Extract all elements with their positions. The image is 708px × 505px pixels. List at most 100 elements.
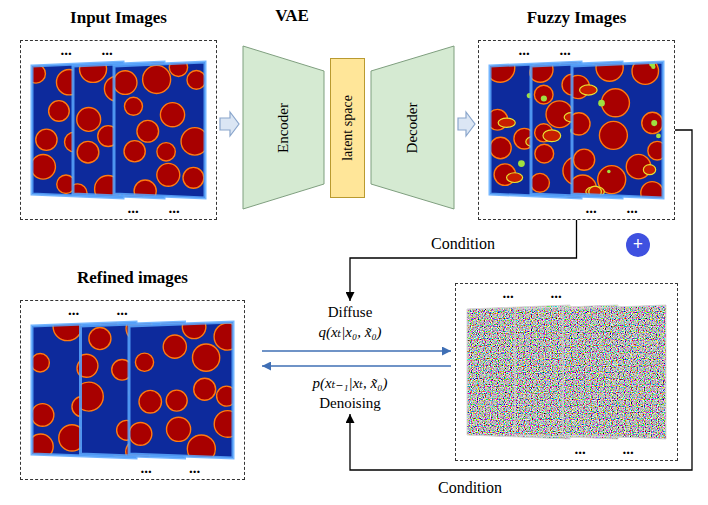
fuzzy-blob (498, 118, 515, 127)
particle (138, 390, 161, 413)
particle (88, 327, 110, 349)
ellipsis-mark: ... (60, 42, 71, 59)
ellipsis-mark: ... (101, 42, 112, 59)
fuzzy-speck (651, 120, 657, 126)
module-group: VAE Encoder latent space Decoder (242, 6, 455, 216)
noise-image (563, 305, 666, 439)
latent-rect (331, 59, 365, 198)
particle (641, 112, 662, 133)
particle (77, 141, 99, 163)
image-glow (114, 62, 205, 198)
particle (48, 100, 69, 121)
formula: p(xₜ₋₁|xₜ, x̃₀) (313, 373, 388, 393)
particle (573, 149, 594, 170)
ellipsis-mark: ... (168, 200, 179, 217)
image-stack (20, 300, 245, 480)
edge-label: Condition (428, 235, 498, 253)
process-label: Denoising (313, 393, 388, 413)
ellipsis-mark: ... (559, 42, 570, 59)
fuzzy-speck (540, 95, 546, 101)
module-label: Decoder (404, 102, 421, 153)
particle (31, 403, 54, 426)
particle (160, 102, 184, 126)
block-arrow (458, 112, 475, 136)
image-glow (129, 322, 233, 458)
particle (124, 140, 145, 161)
particle (214, 323, 241, 350)
plus-circle: + (626, 233, 650, 257)
particle (163, 335, 186, 358)
particle (142, 65, 170, 93)
module-label: latent space (339, 95, 355, 161)
latent-box: latent space (330, 58, 365, 198)
ellipsis-mark: ... (518, 42, 529, 59)
particle (113, 70, 137, 94)
particle (134, 179, 156, 201)
particle (192, 344, 219, 371)
particle (166, 417, 190, 441)
image-frame (563, 305, 666, 439)
particle (601, 88, 629, 116)
particle (489, 137, 510, 158)
group-heading: VAE (275, 6, 309, 26)
image-stack-box: Fuzzy Images............ (478, 40, 675, 220)
plus-sign: + (633, 234, 643, 255)
particle (534, 144, 553, 163)
ellipsis-mark: ... (626, 200, 637, 217)
fuzzy-blob (643, 164, 655, 174)
ellipsis-mark: ... (574, 441, 585, 458)
image-stack-box: ............ (455, 283, 678, 461)
process-label: Diffuse (318, 302, 381, 322)
panel-heading: Input Images (70, 8, 167, 28)
trapezoid (243, 46, 324, 209)
particle (169, 58, 187, 76)
particle-group (566, 53, 666, 203)
fuzzy-blob (542, 129, 560, 141)
ellipsis-mark: ... (116, 302, 127, 319)
plus-disc (626, 233, 650, 257)
particle (30, 353, 48, 371)
image-stack-box: Refined images............ (20, 300, 245, 480)
particle (35, 129, 56, 150)
particle (186, 70, 205, 89)
fuzzy-speck (607, 169, 611, 173)
particle (599, 121, 627, 149)
particle (124, 97, 142, 115)
fuzzy-speck (656, 133, 661, 138)
particle (156, 142, 174, 160)
fuzzy-blob (506, 172, 522, 182)
image-stack (455, 283, 678, 461)
particle (534, 85, 553, 104)
particle (74, 382, 103, 411)
particle (129, 422, 152, 445)
module-label: Encoder (275, 103, 292, 153)
ellipsis-mark: ... (585, 200, 596, 217)
particle (79, 55, 106, 82)
particle (596, 53, 623, 80)
particle (74, 354, 97, 377)
image-stack (478, 40, 675, 220)
panel-heading: Refined images (77, 268, 188, 288)
image-stack (20, 40, 217, 220)
encoder-trapezoid: Encoder (242, 45, 325, 210)
fuzzy-blob (579, 84, 597, 94)
ellipsis-mark: ... (140, 460, 151, 477)
decoder-trapezoid: Decoder (370, 45, 455, 210)
edge-label: Condition (435, 479, 505, 497)
ellipsis-mark: ... (68, 302, 79, 319)
particle (182, 315, 206, 339)
formula: q(xₜ|x₀, x̃₀) (318, 322, 381, 342)
particle (640, 181, 663, 204)
ellipsis-mark: ... (550, 285, 561, 302)
trapezoid (371, 46, 454, 209)
particle (182, 167, 203, 188)
image-glow (572, 62, 663, 198)
particle (76, 107, 100, 131)
fuzzy-speck (598, 99, 605, 106)
flow-arrow (262, 365, 451, 366)
ellipsis-mark: ... (502, 285, 513, 302)
process-text: Diffuseq(xₜ|x₀, x̃₀) (314, 302, 385, 342)
block-arrow (220, 112, 239, 136)
ellipsis-mark: ... (189, 460, 200, 477)
